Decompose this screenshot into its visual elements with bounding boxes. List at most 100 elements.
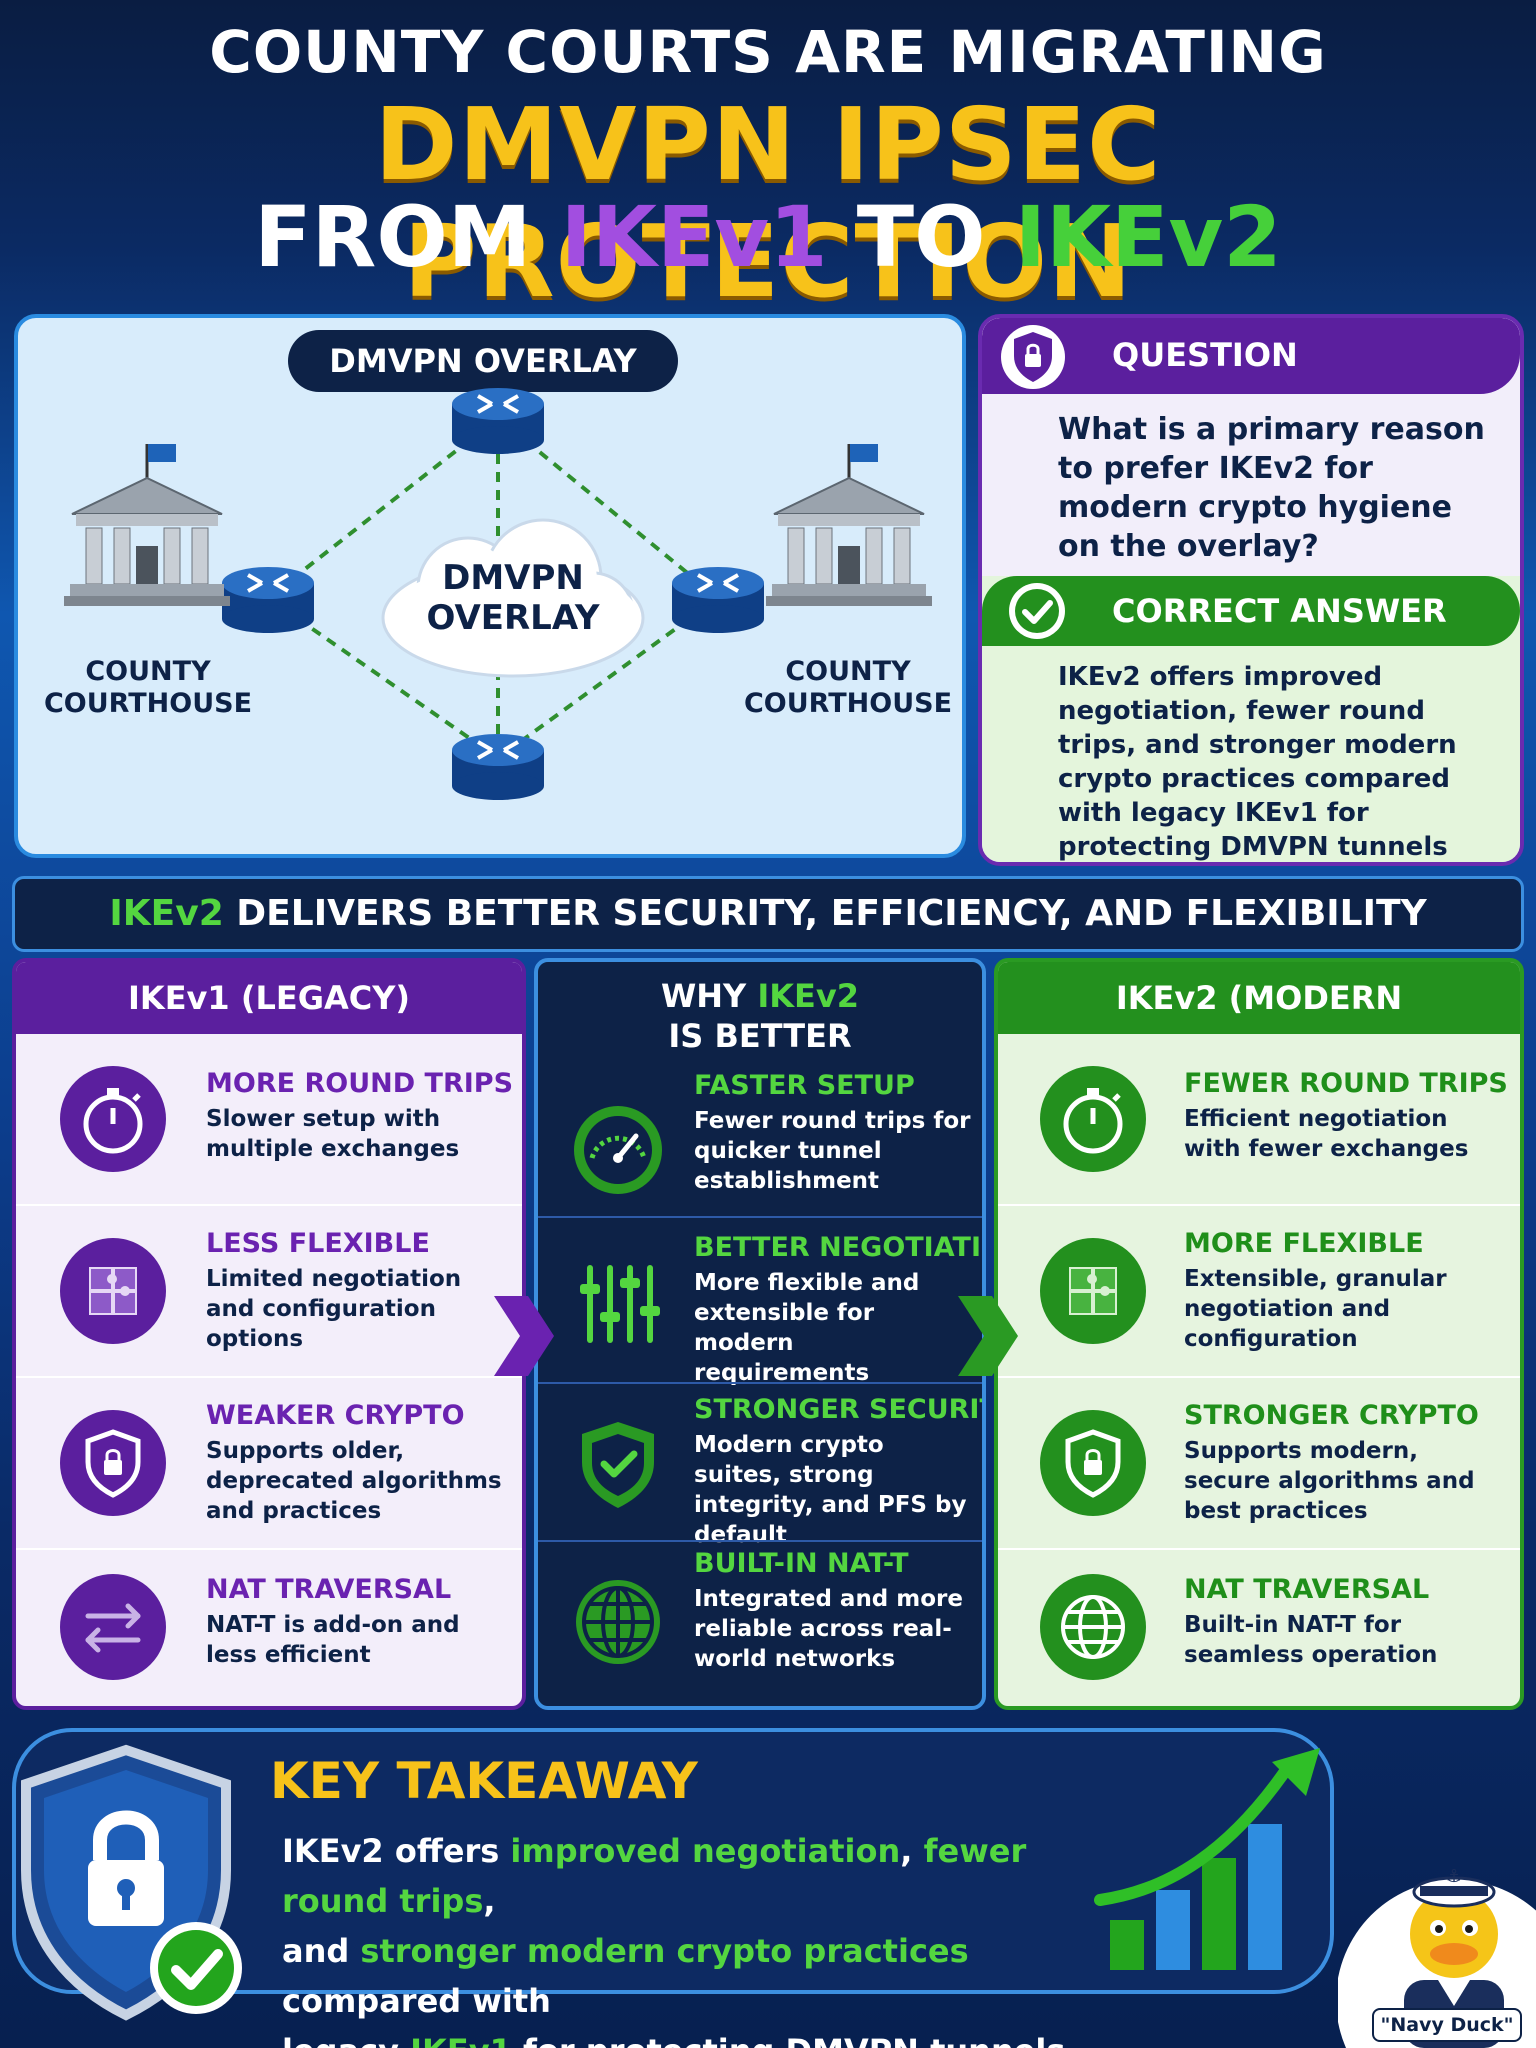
question-label: QUESTION [1112,336,1298,374]
list-item: NAT TRAVERSAL NAT-T is add-on and less e… [16,1548,522,1706]
router-icon-left [222,567,314,633]
item-desc: Efficient negotiation with fewer exchang… [1184,1106,1469,1162]
swap-arrows-icon [60,1574,166,1680]
courthouse-label-left-1: COUNTY [85,656,211,687]
item-desc: Slower setup with multiple exchanges [206,1106,460,1162]
item-title: BUILT-IN NAT-T [694,1548,909,1579]
courthouse-label-right-1: COUNTY [785,656,911,687]
header-line-2: DMVPN IPSEC PROTECTION [374,86,1162,320]
list-item: STRONGER SECURITY Modern crypto suites, … [538,1382,982,1548]
takeaway-seg: IKEv2 offers [282,1832,511,1870]
cloud-icon [381,518,645,678]
item-desc: More flexible and extensible for modern … [694,1270,920,1386]
cloud-label-line2: OVERLAY [426,598,600,638]
header-to: TO [856,188,986,286]
benefits-banner: IKEv2 DELIVERS BETTER SECURITY, EFFICIEN… [12,876,1524,952]
item-desc: Supports older, deprecated algorithms an… [206,1438,502,1524]
why-highlight: IKEv2 [757,977,860,1015]
ikev2-column-header: IKEv2 (MODERN [998,962,1520,1034]
takeaway-seg: legacy [282,2032,410,2048]
globe-icon [1040,1574,1146,1680]
why-ikev2-header: WHY IKEv2 IS BETTER [538,976,982,1056]
item-desc: Fewer round trips for quicker tunnel est… [694,1108,971,1194]
question-header: QUESTION [982,318,1520,394]
header-line-1: COUNTY COURTS ARE MIGRATING [209,18,1327,86]
answer-label: CORRECT ANSWER [1112,592,1447,630]
puzzle-icon [1040,1238,1146,1344]
takeaway-seg: , [483,1882,496,1920]
list-item: NAT TRAVERSAL Built-in NAT-T for seamles… [998,1548,1520,1706]
courthouse-label-left-2: COURTHOUSE [43,688,253,719]
header-ikev2: IKEv2 [1014,188,1282,286]
item-desc: Modern crypto suites, strong integrity, … [694,1432,967,1548]
shield-check-icon [568,1414,668,1514]
router-icon-right [672,567,764,633]
item-title: NAT TRAVERSAL [1184,1574,1430,1605]
banner-highlight: IKEv2 [109,893,224,934]
item-title: MORE FLEXIBLE [1184,1228,1424,1259]
dmvpn-diagram-panel: DMVPN OVERLAY DMVPN OVERLAY [14,314,966,858]
item-desc: Built-in NAT-T for seamless operation [1184,1612,1438,1668]
list-item: MORE ROUND TRIPS Slower setup with multi… [16,1034,522,1204]
navy-duck-label: "Navy Duck" [1372,2008,1522,2042]
list-item: BETTER NEGOTIATION More flexible and ext… [538,1216,982,1386]
takeaway-seg: and [282,1932,361,1970]
courthouse-label-left: COUNTY COURTHOUSE [38,656,258,720]
courthouse-icon-right [766,444,932,606]
shield-lock-icon [1040,1410,1146,1516]
item-title: FASTER SETUP [694,1070,915,1101]
ikev2-column: IKEv2 (MODERN FEWER ROUND TRIPS Efficien… [994,958,1524,1710]
takeaway-seg: for protecting DMVPN tunnels. [512,2032,1078,2048]
item-title: BETTER NEGOTIATION [694,1232,982,1263]
item-desc: Integrated and more reliable across real… [694,1586,963,1672]
courthouse-icon-left [64,444,230,606]
globe-icon [568,1572,668,1672]
takeaway-title: KEY TAKEAWAY [270,1752,698,1810]
item-title: MORE ROUND TRIPS [206,1068,514,1099]
question-panel: QUESTION What is a primary reason to pre… [978,314,1524,866]
shield-lock-check-icon [21,1744,242,2021]
list-item: STRONGER CRYPTO Supports modern, secure … [998,1376,1520,1548]
why-prefix: WHY [660,977,758,1015]
sliders-icon [568,1254,668,1354]
item-desc: Extensible, granular negotiation and con… [1184,1266,1447,1352]
header-ikev1: IKEv1 [560,188,828,286]
takeaway-text: IKEv2 offers improved negotiation, fewer… [282,1826,1102,2048]
list-item: MORE FLEXIBLE Extensible, granular negot… [998,1204,1520,1376]
courthouse-label-right-2: COURTHOUSE [743,688,953,719]
check-circle-icon [1009,583,1065,639]
item-title: LESS FLEXIBLE [206,1228,430,1259]
item-title: STRONGER SECURITY [694,1394,986,1425]
item-title: FEWER ROUND TRIPS [1184,1068,1508,1099]
item-title: NAT TRAVERSAL [206,1574,452,1605]
cloud-label: DMVPN OVERLAY [373,558,653,638]
router-icon-top [452,388,544,454]
shield-lock-icon [60,1410,166,1516]
list-item: FASTER SETUP Fewer round trips for quick… [538,1070,982,1224]
ikev1-column: IKEv1 (LEGACY) MORE ROUND TRIPS Slower s… [12,958,526,1710]
router-icon-bottom [452,734,544,800]
growth-chart-icon [1094,1748,1320,1970]
takeaway-seg: , [900,1832,924,1870]
takeaway-seg-green: fewer round trips [282,1832,1027,1920]
banner-text: DELIVERS BETTER SECURITY, EFFICIENCY, AN… [223,893,1427,934]
item-title: STRONGER CRYPTO [1184,1400,1479,1431]
question-text: What is a primary reason to prefer IKEv2… [1058,412,1485,564]
stopwatch-icon [60,1066,166,1172]
item-title: WEAKER CRYPTO [206,1400,465,1431]
why-suffix: IS BETTER [668,1017,852,1055]
chevron-right-icon-green [958,1296,1018,1376]
list-item: FEWER ROUND TRIPS Efficient negotiation … [998,1034,1520,1204]
answer-text: IKEv2 offers improved negotiation, fewer… [1058,662,1457,862]
list-item: LESS FLEXIBLE Limited negotiation and co… [16,1204,522,1376]
list-item: WEAKER CRYPTO Supports older, deprecated… [16,1376,522,1548]
item-desc: NAT-T is add-on and less efficient [206,1612,460,1668]
puzzle-icon [60,1238,166,1344]
item-desc: Limited negotiation and configuration op… [206,1266,462,1352]
header: COUNTY COURTS ARE MIGRATING DMVPN IPSEC … [0,0,1536,320]
cloud-label-line1: DMVPN [442,558,584,598]
dmvpn-overlay-pill: DMVPN OVERLAY [288,330,678,392]
takeaway-seg-green: IKEv1 [410,2032,512,2048]
stopwatch-icon [1040,1066,1146,1172]
